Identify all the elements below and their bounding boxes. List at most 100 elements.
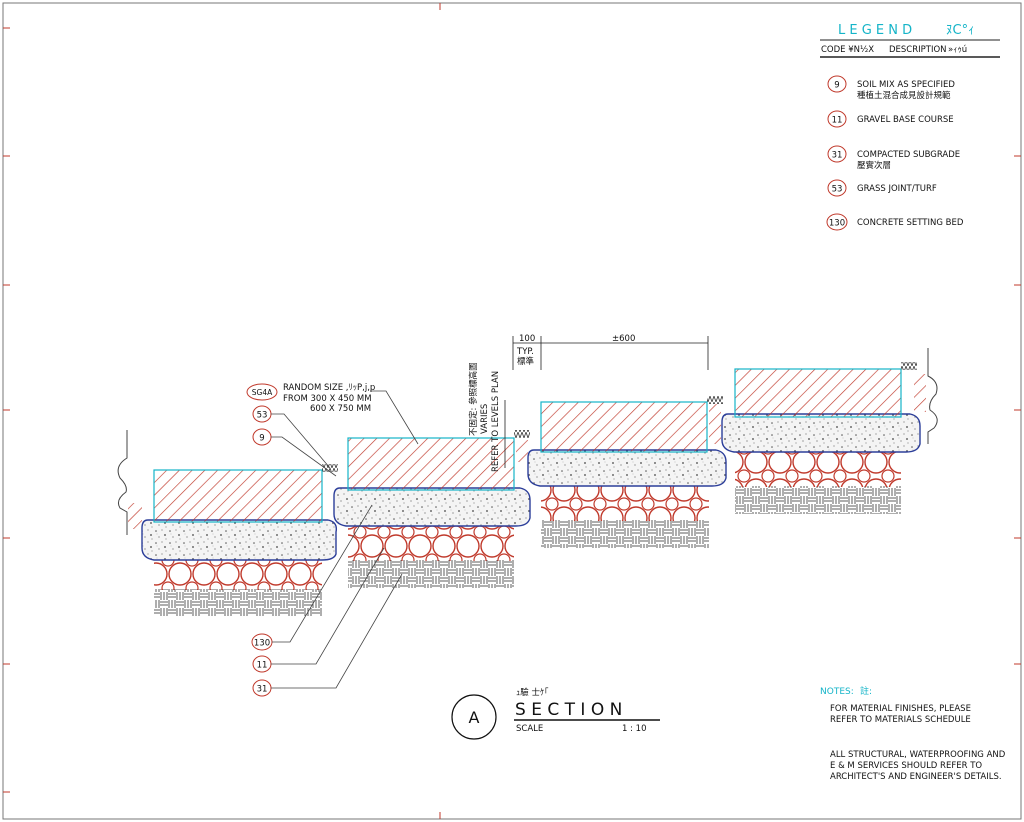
pavement-step — [721, 362, 921, 514]
legend-item: 130 CONCRETE SETTING BED — [826, 213, 964, 231]
legend-desc: GRAVEL BASE COURSE — [857, 115, 954, 125]
legend-item: 11 GRAVEL BASE COURSE — [827, 110, 954, 128]
section-title-cn: ｭ驗 士ｹ｢ — [516, 687, 548, 698]
leader-line — [272, 504, 373, 643]
code-bubble — [827, 110, 847, 128]
legend-desc-header: DESCRIPTION — [889, 45, 947, 55]
stone-slab — [734, 368, 902, 418]
note-line: ARCHITECT'S AND ENGINEER'S DETAILS. — [830, 772, 1002, 782]
callout-text: FROM 300 X 450 MM — [283, 394, 372, 404]
legend-title: L E G E N D — [838, 23, 912, 38]
callout-53: 53 — [252, 405, 331, 469]
dimension-lines — [504, 336, 709, 468]
dim-typ-cn: 標準 — [517, 356, 535, 367]
legend-desc: CONCRETE SETTING BED — [857, 218, 964, 228]
legend-desc-cn: 壓實次層 — [857, 160, 891, 171]
legend-item: 9 SOIL MIX AS SPECIFIED 種植土混合成見設計規範 — [827, 75, 955, 101]
pavement-step — [527, 396, 727, 548]
stone-slab — [347, 437, 515, 491]
note-line: FOR MATERIAL FINISHES, PLEASE — [830, 704, 971, 714]
legend-desc: COMPACTED SUBGRADE — [857, 150, 960, 160]
note-line: REFER TO MATERIALS SCHEDULE — [830, 715, 971, 725]
note-line: ALL STRUCTURAL, WATERPROOFING AND — [830, 750, 1006, 760]
pavement-step — [141, 464, 338, 616]
gravel-base — [527, 449, 727, 487]
soil-break-left — [117, 430, 128, 535]
callout-code: 11 — [257, 661, 268, 671]
leader-line — [271, 547, 385, 665]
soil-stones — [735, 452, 901, 487]
legend-code-header: CODE ¥N½X — [821, 45, 874, 55]
vertical-note-refer: REFER TO LEVELS PLAN — [491, 371, 501, 472]
vertical-note: 不固定: 參照標高圖 VARIES REFER TO LEVELS PLAN — [468, 362, 501, 472]
pavement-step — [333, 430, 531, 588]
leader-line — [271, 436, 337, 477]
legend-code: 9 — [834, 81, 839, 91]
stone-slab — [540, 401, 708, 453]
legend: L E G E N D ﾇC°ｨ CODE ¥N½X DESCRIPTION »… — [820, 23, 1000, 231]
legend-code: 31 — [832, 151, 843, 161]
edge-hatch-right — [914, 374, 926, 412]
notes-title-cn: 註: — [860, 685, 872, 697]
code-bubble — [827, 179, 847, 197]
callout-code: 53 — [257, 411, 268, 421]
grass-joint — [514, 430, 530, 438]
legend-item: 53 GRASS JOINT/TURF — [827, 179, 937, 197]
callout-code: SG4A — [252, 388, 273, 397]
callout-130: 130 — [251, 504, 373, 651]
legend-desc-header-suffix: »ｨｩú — [948, 45, 967, 55]
legend-code: 130 — [829, 219, 845, 229]
callout-sg4a: SG4A RANDOM SIZE ,ﾘｯP,j,p FROM 300 X 450… — [246, 383, 419, 445]
dim-typ: TYP. — [516, 347, 534, 357]
code-bubble — [246, 383, 278, 401]
callout-code: 31 — [257, 685, 268, 695]
gravel-base — [141, 519, 338, 561]
legend-code: 53 — [832, 185, 843, 195]
subgrade — [735, 486, 901, 514]
subgrade — [154, 589, 322, 616]
section-title: S E C T I O N — [515, 700, 622, 720]
section-marker — [451, 694, 497, 740]
section-drawing: 100 TYP. 標準 ±600 不固定: 參照標高圖 VARIES REFER… — [117, 334, 938, 697]
edge-hatch-left — [128, 503, 142, 529]
leader-line — [271, 573, 403, 689]
soil-stones — [154, 558, 322, 590]
legend-desc-cn: 種植土混合成見設計規範 — [857, 90, 951, 101]
scale-value: 1 : 10 — [622, 724, 647, 734]
code-bubble — [827, 145, 847, 163]
legend-title-suffix: ﾇC°ｨ — [946, 23, 975, 38]
note-line: E & M SERVICES SHOULD REFER TO — [830, 761, 982, 771]
subgrade — [348, 560, 514, 588]
notes-title: NOTES: — [820, 687, 854, 697]
callout-31: 31 — [252, 573, 403, 697]
soil-break-right — [927, 348, 938, 444]
grass-joint — [707, 396, 723, 404]
gravel-base — [721, 413, 921, 453]
vertical-note-cn: 不固定: 參照標高圖 — [468, 362, 479, 436]
dim-600: ±600 — [612, 334, 635, 344]
callout-text: 600 X 750 MM — [310, 404, 371, 414]
callout-11: 11 — [252, 547, 385, 673]
soil-stones — [541, 486, 709, 521]
subgrade — [541, 520, 709, 548]
code-bubble — [827, 75, 847, 93]
section-title-block: A ｭ驗 士ｹ｢ S E C T I O N SCALE 1 : 10 — [451, 687, 660, 740]
grass-joint — [901, 362, 917, 370]
callout-code: 9 — [259, 434, 264, 444]
edge-hatch — [516, 440, 528, 462]
edge-hatch — [709, 404, 721, 444]
legend-desc: SOIL MIX AS SPECIFIED — [857, 80, 955, 90]
edge-ticks — [3, 3, 1021, 819]
notes: NOTES: 註: FOR MATERIAL FINISHES, PLEASE … — [820, 685, 1006, 782]
callout-code: 130 — [254, 639, 270, 649]
stone-slab — [153, 469, 323, 523]
legend-item: 31 COMPACTED SUBGRADE 壓實次層 — [827, 145, 960, 171]
code-bubble — [826, 213, 848, 231]
legend-code: 11 — [832, 116, 843, 126]
scale-label: SCALE — [516, 724, 543, 734]
section-letter: A — [469, 708, 480, 727]
gravel-base — [333, 487, 531, 527]
callout-text: RANDOM SIZE ,ﾘｯP,j,p — [283, 383, 375, 393]
